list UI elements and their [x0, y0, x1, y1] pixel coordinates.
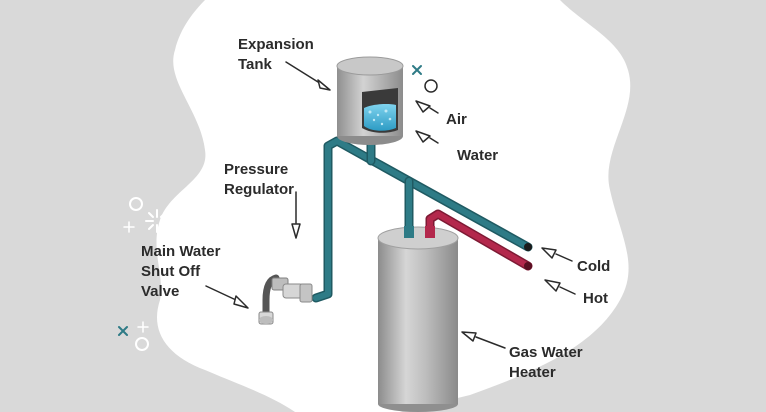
background-blob — [156, 0, 631, 412]
label-line: Shut Off — [141, 263, 201, 280]
label-pressure-regulator: Pressure Regulator — [224, 160, 294, 200]
label-line: Air — [446, 111, 467, 128]
shut-off-valve — [258, 274, 313, 325]
decor-circle — [135, 337, 149, 351]
decor-circle — [287, 365, 301, 379]
label-line: Cold — [577, 258, 611, 275]
hot-pipe-end — [524, 262, 532, 270]
pointer-icon — [233, 79, 561, 342]
label-line: Gas Water — [509, 344, 583, 361]
sparkle-icon — [395, 32, 421, 60]
label-water: Water — [457, 146, 498, 166]
label-line: Expansion — [238, 36, 314, 53]
label-line: Main Water — [141, 243, 221, 260]
decor-circle — [129, 197, 143, 211]
label-line: Valve — [141, 283, 180, 300]
sparkle-icon-left — [145, 209, 169, 233]
decor-cross-icon — [118, 65, 422, 336]
leader-lines — [205, 61, 576, 349]
label-expansion-tank: Expansion Tank — [238, 35, 314, 75]
decor-small-star-icon — [123, 221, 149, 333]
label-main-water-valve: Main Water Shut Off Valve — [141, 242, 220, 302]
label-air: Air — [446, 110, 467, 130]
label-line: Pressure — [224, 161, 289, 178]
label-line: Tank — [238, 56, 272, 73]
decor-triangle-icon — [312, 391, 325, 407]
label-line: Heater — [509, 364, 556, 381]
label-hot: Hot — [583, 289, 608, 309]
label-line: Water — [457, 147, 499, 164]
cold-pipe-end — [524, 243, 532, 251]
cold-water-pipe — [311, 136, 533, 303]
label-cold: Cold — [577, 257, 610, 277]
decor-circle — [424, 79, 438, 93]
label-line: Hot — [583, 290, 608, 307]
label-line: Regulator — [224, 181, 295, 198]
label-gas-water-heater: Gas Water Heater — [509, 343, 583, 383]
gas-water-heater — [377, 226, 459, 412]
sparkle-icon-bottom — [341, 383, 365, 407]
expansion-tank — [336, 56, 404, 145]
